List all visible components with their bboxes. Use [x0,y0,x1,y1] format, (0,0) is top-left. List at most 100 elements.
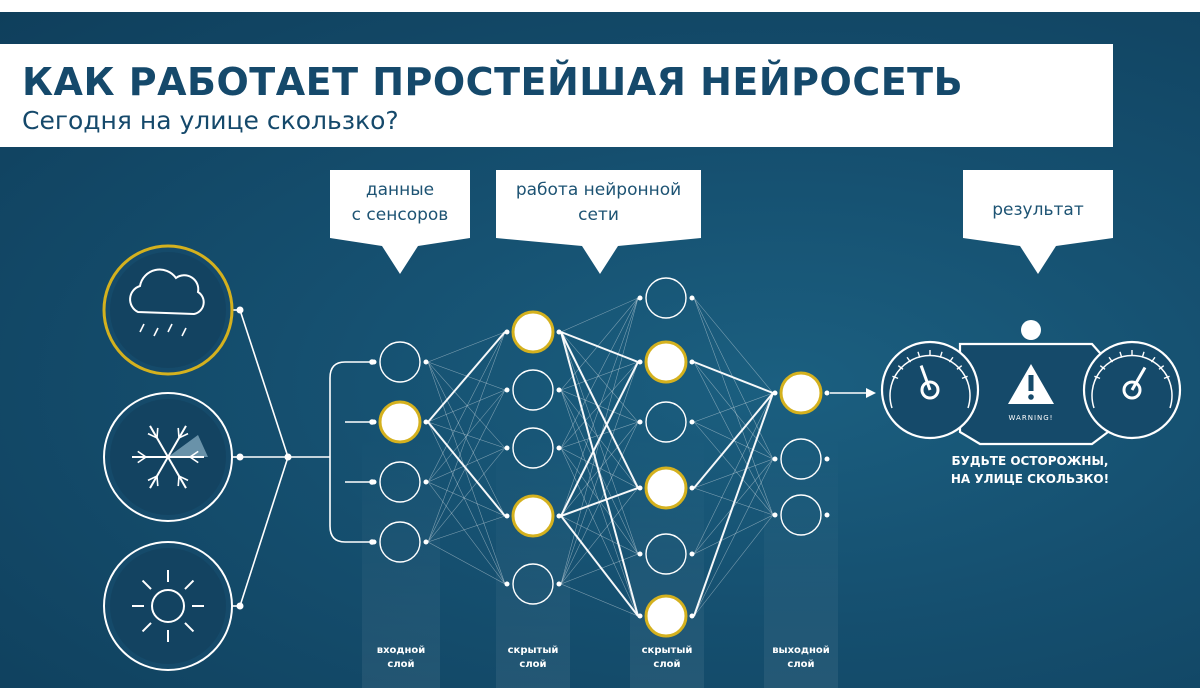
neuron-hidden1-3 [511,494,555,538]
connection [693,514,774,617]
output-arrow-head [866,388,876,398]
neuron-port [689,419,695,425]
neuron-input-0 [379,341,421,383]
neuron-hidden2-0 [645,277,687,319]
neuron-port [637,419,643,425]
connection [427,331,506,483]
connection [427,447,506,483]
gauge-tick [1163,375,1170,380]
junction-dot [236,602,244,610]
neuron-output-0 [779,371,823,415]
neuron-hidden2-1 [644,340,688,384]
infographic-background: WARNING! КАК РАБОТАЕТ ПРОСТЕЙШАЯ НЕЙРОСЕ… [0,12,1200,688]
neuron-port [637,359,643,365]
connection [427,361,506,585]
warning-line: БУДЬТЕ ОСТОРОЖНЫ, [951,454,1109,468]
connection [427,421,506,449]
connection [693,361,774,460]
connection [427,421,506,585]
gauge-tick [939,351,943,358]
connection [427,389,506,423]
active-connection [560,331,639,363]
snowflake-branch [177,475,180,487]
label-line: входной [376,645,426,656]
connection [427,481,506,517]
neuron-port [423,539,429,545]
snowflake-branch [137,450,147,458]
connection [427,331,506,363]
neuron-port [637,295,643,301]
sun-ray [141,579,152,590]
warning-message: БУДЬТЕ ОСТОРОЖНЫ, НА УЛИЦЕ СКОЛЬЗКО! [910,452,1150,488]
neuron-input-3 [379,521,421,563]
gauge-needle [1130,366,1147,391]
connection [427,389,506,543]
hidden-layer-1-band [496,432,570,688]
neuron-port [423,419,429,425]
connection [560,421,639,517]
junction-dot [284,453,292,461]
snowflake-arm [167,456,187,489]
result-callout-shape [963,170,1113,274]
connection [560,331,639,423]
connection [560,297,639,449]
connection [560,447,639,617]
network-diagram: WARNING! [102,170,1182,671]
neuron-hidden1-4 [512,563,554,605]
speed-gauge [880,340,980,440]
sensor-inner-0 [110,252,226,368]
active-connection [693,361,774,394]
snowflake-branch [147,475,158,482]
connection [560,361,639,391]
neuron-port [504,513,510,519]
snowflake-branch [177,427,180,439]
active-connection [427,331,506,423]
snowflake-arm [167,425,187,458]
gauge-tick [1099,365,1106,370]
connection [560,583,639,617]
callout-line: работа нейронной [515,180,682,200]
exclamation-dot [1028,394,1034,400]
connection [560,389,639,423]
connection [427,481,506,585]
gauge-tick [961,375,968,380]
sun-ray [141,622,152,633]
gauge-tick [1119,351,1123,358]
neuron-port [504,445,510,451]
connection [560,297,639,517]
neuron-input-1 [378,400,422,444]
snowflake-branch [178,475,189,482]
neuron-port [556,329,562,335]
active-connection [427,421,506,517]
label-line: слой [787,659,815,670]
neuron-input-2 [379,461,421,503]
rain-drop [153,327,159,337]
title-banner: КАК РАБОТАЕТ ПРОСТЕЙШАЯ НЕЙРОСЕТЬ Сегодн… [0,44,1113,147]
snowflake-arm [149,456,169,489]
rain-drop [167,323,173,333]
sensor-inner-2 [110,548,226,664]
connection [560,515,639,555]
neuron-port [637,551,643,557]
gauge-tick [1158,365,1165,370]
connection [693,421,774,516]
neuron-hidden2-3 [644,466,688,510]
neuron-port [556,513,562,519]
neuron-port [689,613,695,619]
connection [560,297,639,391]
active-connection [560,331,639,617]
active-connection [560,361,639,517]
gauge-tick [892,375,899,380]
page-subtitle: Сегодня на улице скользко? [22,106,399,135]
connection [560,553,639,585]
connection [427,515,506,543]
active-connection [560,331,639,489]
dashboard-lamp [1021,320,1041,340]
connection [560,297,639,333]
neuron-hidden1-0 [511,310,555,354]
snowflake-branch [147,432,158,439]
active-connection [560,515,639,617]
neuron-port [371,359,377,365]
connection [693,392,774,555]
cloud-outline [129,268,205,316]
